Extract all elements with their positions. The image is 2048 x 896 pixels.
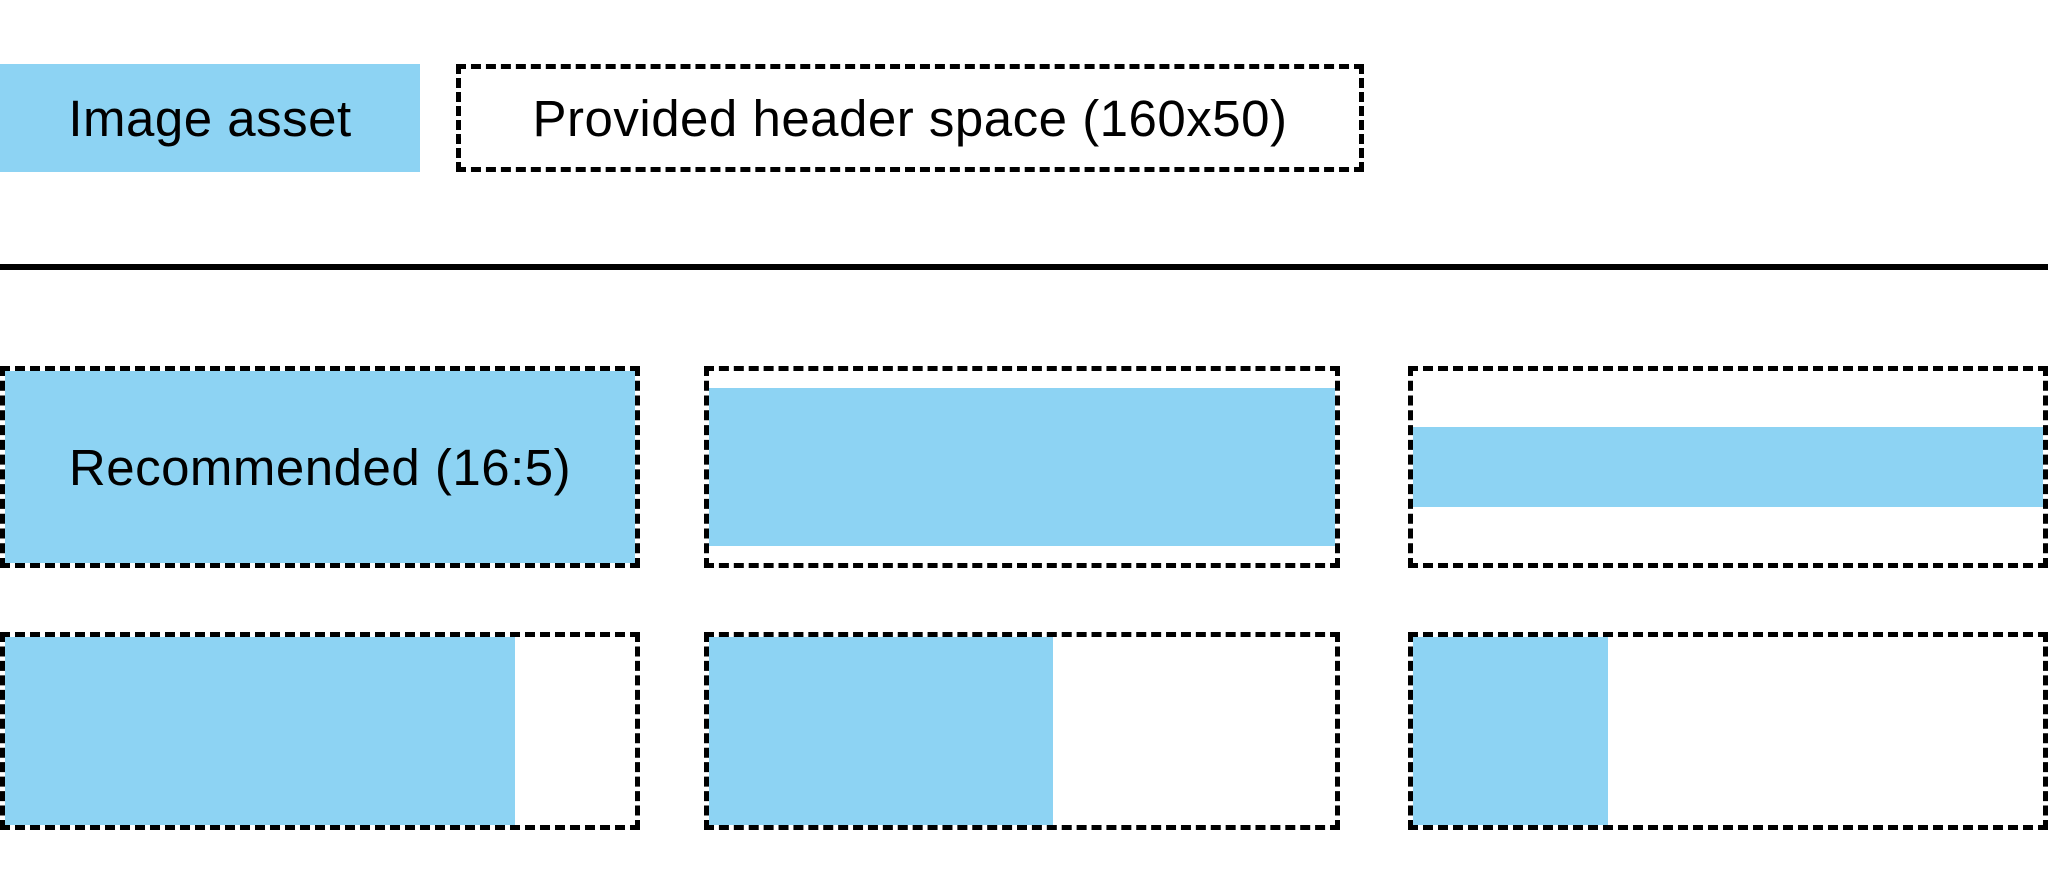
provided-header-space-label: Provided header space (160x50) bbox=[532, 89, 1288, 147]
example-extra-wide-asset bbox=[1408, 366, 2048, 568]
image-asset-fill bbox=[1413, 426, 2043, 508]
image-asset-fill bbox=[709, 637, 1054, 825]
image-asset-fill bbox=[709, 388, 1335, 546]
example-tall-asset-small bbox=[1408, 632, 2048, 830]
image-asset-fill bbox=[5, 371, 635, 563]
example-tall-asset-large bbox=[0, 632, 640, 830]
image-asset-label: Image asset bbox=[68, 89, 352, 147]
recommended-label: Recommended (16:5) bbox=[68, 438, 572, 496]
image-asset-swatch: Image asset bbox=[0, 64, 420, 172]
section-divider bbox=[0, 264, 2048, 270]
image-asset-fill bbox=[5, 637, 516, 825]
provided-header-space-box: Provided header space (160x50) bbox=[456, 64, 1364, 172]
example-wide-asset bbox=[704, 366, 1340, 568]
example-recommended-16-5: Recommended (16:5) bbox=[0, 366, 640, 568]
example-tall-asset-medium bbox=[704, 632, 1340, 830]
image-asset-fill bbox=[1413, 637, 1609, 825]
